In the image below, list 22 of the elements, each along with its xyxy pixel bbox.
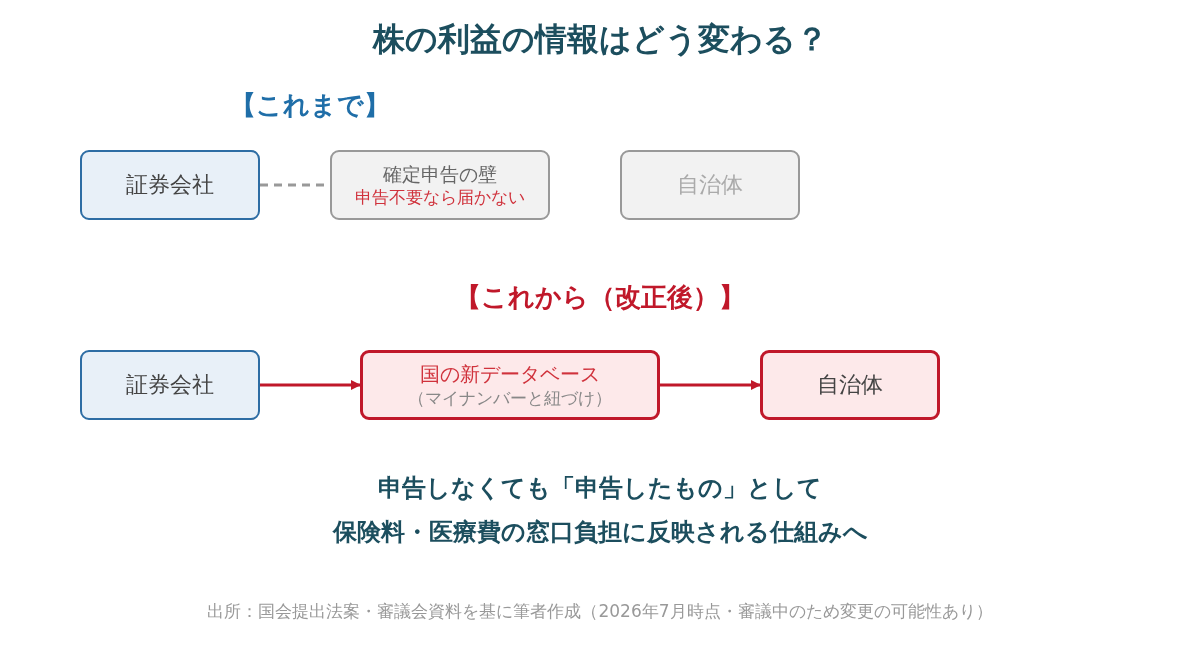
node-text: 確定申告の壁 (383, 161, 497, 187)
node-text: 自治体 (677, 170, 743, 199)
arrow (260, 380, 361, 390)
process-box (80, 350, 260, 420)
node-text: 申告不要なら届かない (355, 186, 525, 209)
section-heading: 【これまで】 (229, 89, 391, 122)
process-box (760, 350, 940, 420)
section-heading: 【これから（改正後）】 (454, 281, 746, 314)
arrow (660, 380, 761, 390)
diagram-title: 株の利益の情報はどう変わる？ (371, 19, 829, 60)
node-text: 自治体 (817, 370, 883, 399)
node-text: （マイナンバーと紐づけ） (408, 386, 612, 410)
process-box (620, 150, 800, 220)
node-text: 国の新データベース (420, 360, 600, 387)
node-text: 証券会社 (126, 370, 214, 399)
summary-text: 保険料・医療費の窓口負担に反映される仕組みへ (331, 517, 869, 548)
process-box (330, 150, 550, 220)
process-box (360, 350, 660, 420)
process-box (80, 150, 260, 220)
summary-text: 申告しなくても「申告したもの」として (377, 473, 823, 504)
source-note: 出所：国会提出法案・審議会資料を基に筆者作成（2026年7月時点・審議中のため変更の可能性あり） (206, 600, 994, 623)
node-text: 証券会社 (126, 170, 214, 199)
